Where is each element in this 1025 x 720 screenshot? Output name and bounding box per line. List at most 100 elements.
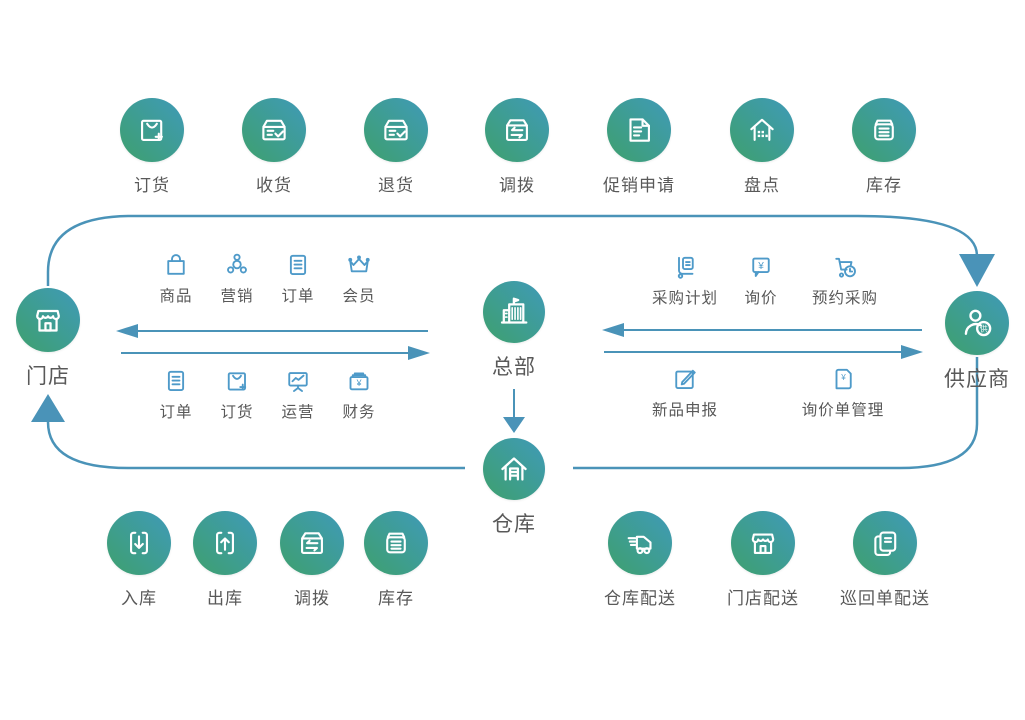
receive-box-icon: [242, 98, 306, 162]
purchase-plan-trolley-icon: [677, 256, 694, 279]
module-label: 订货: [220, 404, 254, 421]
module-label: 询价单管理: [801, 402, 885, 419]
inquiry-bubble-icon: ¥: [752, 257, 770, 277]
order-doc-icon: [167, 370, 185, 391]
arrow-to-supplier-head: [959, 254, 995, 287]
reserve-purchase-cart-icon: [835, 257, 856, 278]
node-warehouse-label: 仓库: [492, 513, 536, 536]
top-label: 订货: [134, 176, 170, 195]
outbound-arrow-icon: [193, 511, 257, 575]
member-crown-icon: [348, 255, 370, 273]
module-label: 订单: [281, 288, 315, 305]
arrow-left-head-1: [116, 324, 138, 338]
new-product-edit-icon: [675, 369, 696, 389]
goods-bag-icon: [167, 254, 185, 275]
bottom-label: 门店配送: [727, 589, 799, 608]
top-node-promo-request: 促销申请: [579, 98, 699, 196]
module-label: 采购计划: [651, 290, 718, 307]
supplier-person-icon: 供: [945, 291, 1009, 355]
module-label: 新品申报: [651, 402, 718, 419]
node-hq-label: 总部: [492, 356, 536, 379]
bottom-label: 入库: [121, 589, 157, 608]
promo-doc-icon: [607, 98, 671, 162]
arrow-hq-to-warehouse-head: [503, 417, 525, 433]
module-new-product: 新品申报: [630, 364, 740, 420]
module-goods: 商品: [121, 250, 231, 306]
warehouse-icon: [483, 438, 545, 500]
bottom-node-inventory: 库存: [336, 511, 456, 609]
bottom-label: 出库: [207, 589, 243, 608]
node-warehouse: 仓库: [454, 438, 574, 538]
store-delivery-icon: [731, 511, 795, 575]
module-member: 会员: [304, 250, 414, 306]
top-label: 盘点: [744, 176, 780, 195]
module-finance: ¥ 财务: [304, 366, 414, 422]
storefront-icon: [16, 288, 80, 352]
top-node-transfer: 调拨: [457, 98, 577, 196]
top-node-inventory: 库存: [824, 98, 944, 196]
operation-chart-icon: [288, 372, 308, 392]
module-order: 订单: [243, 250, 353, 306]
warehouse-delivery-truck-icon: [608, 511, 672, 575]
bottom-label: 巡回单配送: [840, 589, 930, 608]
bottom-node-inbound: 入库: [79, 511, 199, 609]
module-reserve-purchase: 预约采购: [790, 252, 900, 308]
bottom-node-transfer: 调拨: [252, 511, 372, 609]
loop-bottom-left-path: [46, 421, 465, 470]
inventory-box-icon: [852, 98, 916, 162]
arrow-left-head-2: [602, 323, 624, 337]
top-label: 库存: [866, 176, 902, 195]
module-inquiry: ¥ 询价: [706, 252, 816, 308]
node-headquarters: 总部: [454, 281, 574, 381]
stocktake-house-icon: [730, 98, 794, 162]
module-marketing: 营销: [182, 250, 292, 306]
module-order-2: 订单: [121, 366, 231, 422]
top-node-order-goods: 订货: [92, 98, 212, 196]
bottom-node-store-delivery: 门店配送: [703, 511, 823, 609]
yen-glyph: ¥: [757, 261, 764, 272]
top-label: 调拨: [499, 176, 535, 195]
arrow-to-store-head: [31, 394, 65, 422]
finance-cashbox-icon: ¥: [349, 372, 369, 391]
arrow-right-head-1: [408, 346, 430, 360]
transfer-box-icon: [485, 98, 549, 162]
bottom-node-outbound: 出库: [165, 511, 285, 609]
marketing-icon: [227, 253, 247, 274]
node-store: 门店: [0, 288, 108, 390]
top-node-stocktake: 盘点: [702, 98, 822, 196]
bottom-node-warehouse-delivery: 仓库配送: [580, 511, 700, 609]
order-bag-icon: [227, 372, 247, 391]
module-label: 订单: [159, 404, 193, 421]
bottom-label: 调拨: [294, 589, 330, 608]
module-order-goods: 订货: [182, 366, 292, 422]
return-box-icon: [364, 98, 428, 162]
module-label: 会员: [342, 288, 376, 305]
bottom-label: 仓库配送: [604, 589, 676, 608]
module-label: 询价: [744, 290, 778, 307]
tour-order-docs-icon: [853, 511, 917, 575]
node-supplier: 供 供应商: [917, 291, 1025, 393]
bottom-node-tour-delivery: 巡回单配送: [825, 511, 945, 609]
module-operation: 运营: [243, 366, 353, 422]
bag-plus-icon: [120, 98, 184, 162]
transfer-box-icon: [280, 511, 344, 575]
module-label: 财务: [342, 404, 376, 421]
top-label: 促销申请: [603, 176, 675, 195]
node-store-label: 门店: [26, 365, 70, 388]
top-node-receive-goods: 收货: [214, 98, 334, 196]
yen-glyph: ¥: [356, 378, 362, 388]
bottom-label: 库存: [378, 589, 414, 608]
module-label: 运营: [281, 404, 315, 421]
supplier-badge-text: 供: [980, 323, 988, 333]
top-node-return-goods: 退货: [336, 98, 456, 196]
order-doc-icon: [289, 254, 307, 275]
module-inquiry-doc-mgmt: ¥ 询价单管理: [788, 364, 898, 420]
yen-glyph: ¥: [840, 373, 846, 382]
module-purchase-plan: 采购计划: [630, 252, 740, 308]
headquarters-building-icon: [483, 281, 545, 343]
module-label: 预约采购: [811, 290, 878, 307]
module-label: 营销: [220, 288, 254, 305]
node-supplier-label: 供应商: [944, 368, 1010, 391]
inquiry-doc-icon: ¥: [835, 368, 852, 390]
